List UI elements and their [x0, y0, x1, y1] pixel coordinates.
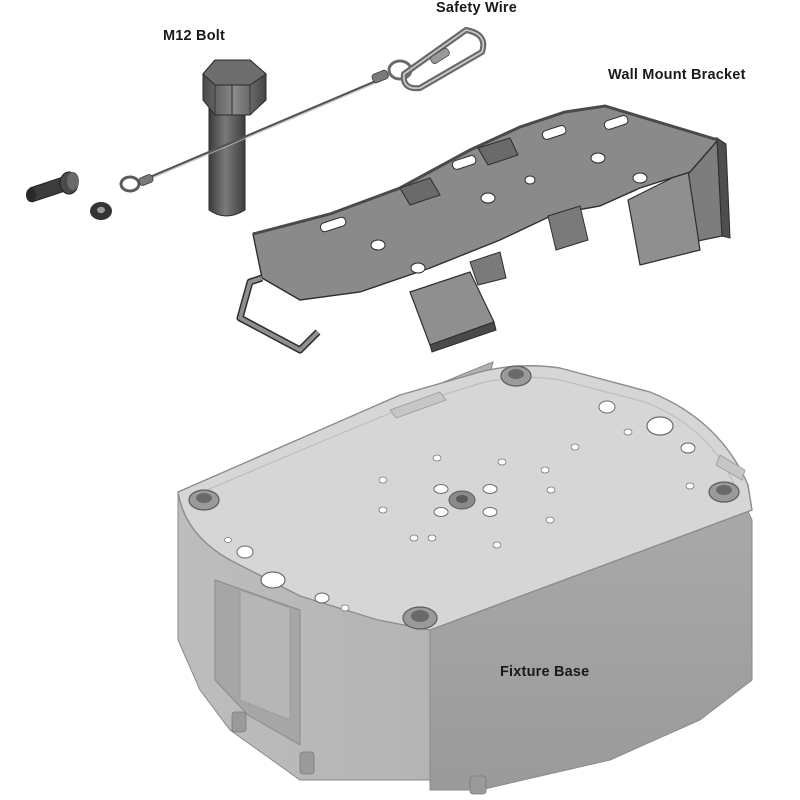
- washer: [90, 202, 112, 220]
- safety-wire: [119, 27, 487, 193]
- wall-mount-bracket-label: Wall Mount Bracket: [608, 67, 746, 83]
- wall-mount-bracket: [236, 104, 731, 354]
- fixture-base-label: Fixture Base: [500, 664, 590, 680]
- small-screw: [26, 171, 79, 203]
- m12-bolt-label: M12 Bolt: [163, 28, 226, 44]
- fixture-base: [177, 361, 753, 795]
- m12-bolt: [202, 59, 267, 217]
- safety-wire-label: Safety Wire: [436, 0, 518, 16]
